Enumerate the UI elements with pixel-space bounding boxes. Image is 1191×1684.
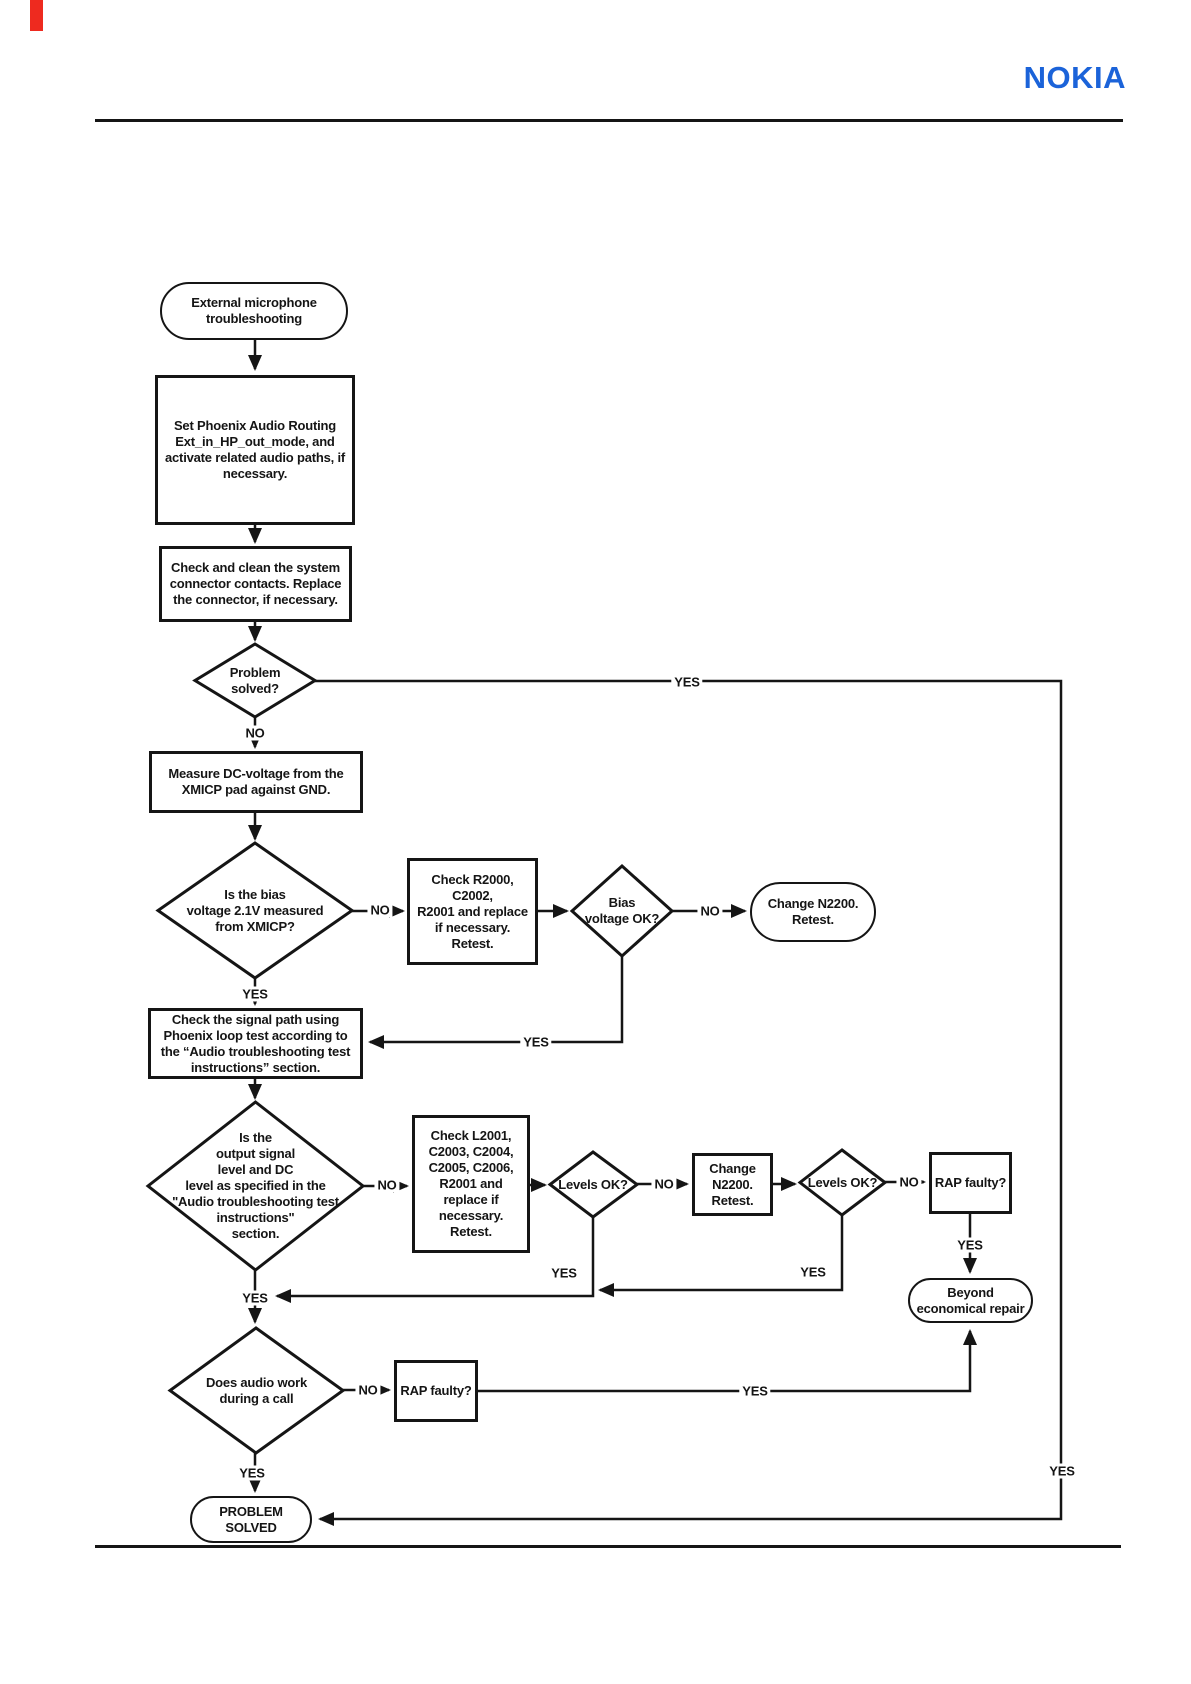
decision-bias-ok-text: Bias voltage OK? bbox=[584, 895, 660, 926]
process-rap-faulty-1: RAP faulty? bbox=[929, 1152, 1012, 1214]
process-check-l2001: Check L2001, C2003, C2004, C2005, C2006,… bbox=[412, 1115, 530, 1253]
decision-levels-ok-2-shape bbox=[797, 1148, 888, 1217]
label-yes-output-spec: YES bbox=[239, 1290, 271, 1306]
decision-levels-ok-2-text: Levels OK? bbox=[807, 1174, 878, 1190]
label-no-audio-call: NO bbox=[355, 1382, 381, 1398]
decision-bias-ok-shape bbox=[569, 863, 675, 959]
terminator-change-n2200: Change N2200. Retest. bbox=[750, 882, 876, 942]
label-no-bias-voltage: NO bbox=[367, 902, 393, 918]
process-measure-dc-voltage: Measure DC-voltage from the XMICP pad ag… bbox=[149, 751, 363, 813]
footer-rule bbox=[95, 1545, 1121, 1548]
label-yes-bias-ok: YES bbox=[520, 1034, 552, 1050]
label-yes-rap-faulty-1: YES bbox=[954, 1237, 986, 1253]
label-no-output-spec: NO bbox=[374, 1177, 400, 1193]
nokia-logo: NOKIA bbox=[1023, 60, 1126, 95]
process-change-n2200-retest: Change N2200. Retest. bbox=[692, 1153, 773, 1216]
decision-bias-voltage-shape bbox=[155, 841, 355, 980]
label-no-bias-ok: NO bbox=[697, 903, 723, 919]
process-check-r2000: Check R2000, C2002, R2001 and replace if… bbox=[407, 858, 538, 965]
decision-levels-ok-1-shape bbox=[547, 1150, 640, 1219]
decision-output-spec-shape bbox=[145, 1100, 366, 1272]
label-no-levels-ok-1: NO bbox=[651, 1176, 677, 1192]
label-no-levels-ok-2: NO bbox=[896, 1174, 922, 1190]
red-corner-bar bbox=[30, 0, 43, 31]
terminator-beyond-economical-repair: Beyond economical repair bbox=[908, 1278, 1033, 1323]
decision-bias-voltage-text: Is the bias voltage 2.1V measured from X… bbox=[186, 886, 324, 934]
decision-output-spec-text: Is the output signal level and DC level … bbox=[172, 1130, 339, 1241]
label-yes-rap-faulty-2: YES bbox=[739, 1383, 771, 1399]
label-yes-levels-ok-1: YES bbox=[548, 1265, 580, 1281]
process-check-signal-path: Check the signal path using Phoenix loop… bbox=[148, 1008, 363, 1079]
label-yes-levels-ok-2: YES bbox=[797, 1264, 829, 1280]
decision-audio-call-text: Does audio work during a call bbox=[205, 1374, 308, 1406]
start-terminator: External microphone troubleshooting bbox=[160, 282, 348, 340]
decision-levels-ok-1-text: Levels OK? bbox=[558, 1176, 628, 1192]
decision-audio-call-shape bbox=[167, 1326, 346, 1455]
label-yes-right-return: YES bbox=[1046, 1463, 1078, 1479]
header-rule bbox=[95, 119, 1123, 122]
process-set-phoenix: Set Phoenix Audio Routing Ext_in_HP_out_… bbox=[155, 375, 355, 525]
process-rap-faulty-2: RAP faulty? bbox=[394, 1360, 478, 1422]
label-no-problem-solved: NO bbox=[242, 725, 268, 741]
label-yes-bias-voltage: YES bbox=[239, 986, 271, 1002]
end-terminator-problem-solved: PROBLEM SOLVED bbox=[190, 1496, 312, 1543]
label-yes-problem-solved: YES bbox=[671, 674, 703, 690]
process-check-clean-connector: Check and clean the system connector con… bbox=[159, 546, 352, 622]
decision-problem-solved-text: Problem solved? bbox=[229, 664, 281, 696]
label-yes-audio-call: YES bbox=[236, 1465, 268, 1481]
decision-problem-solved-shape bbox=[192, 642, 318, 719]
